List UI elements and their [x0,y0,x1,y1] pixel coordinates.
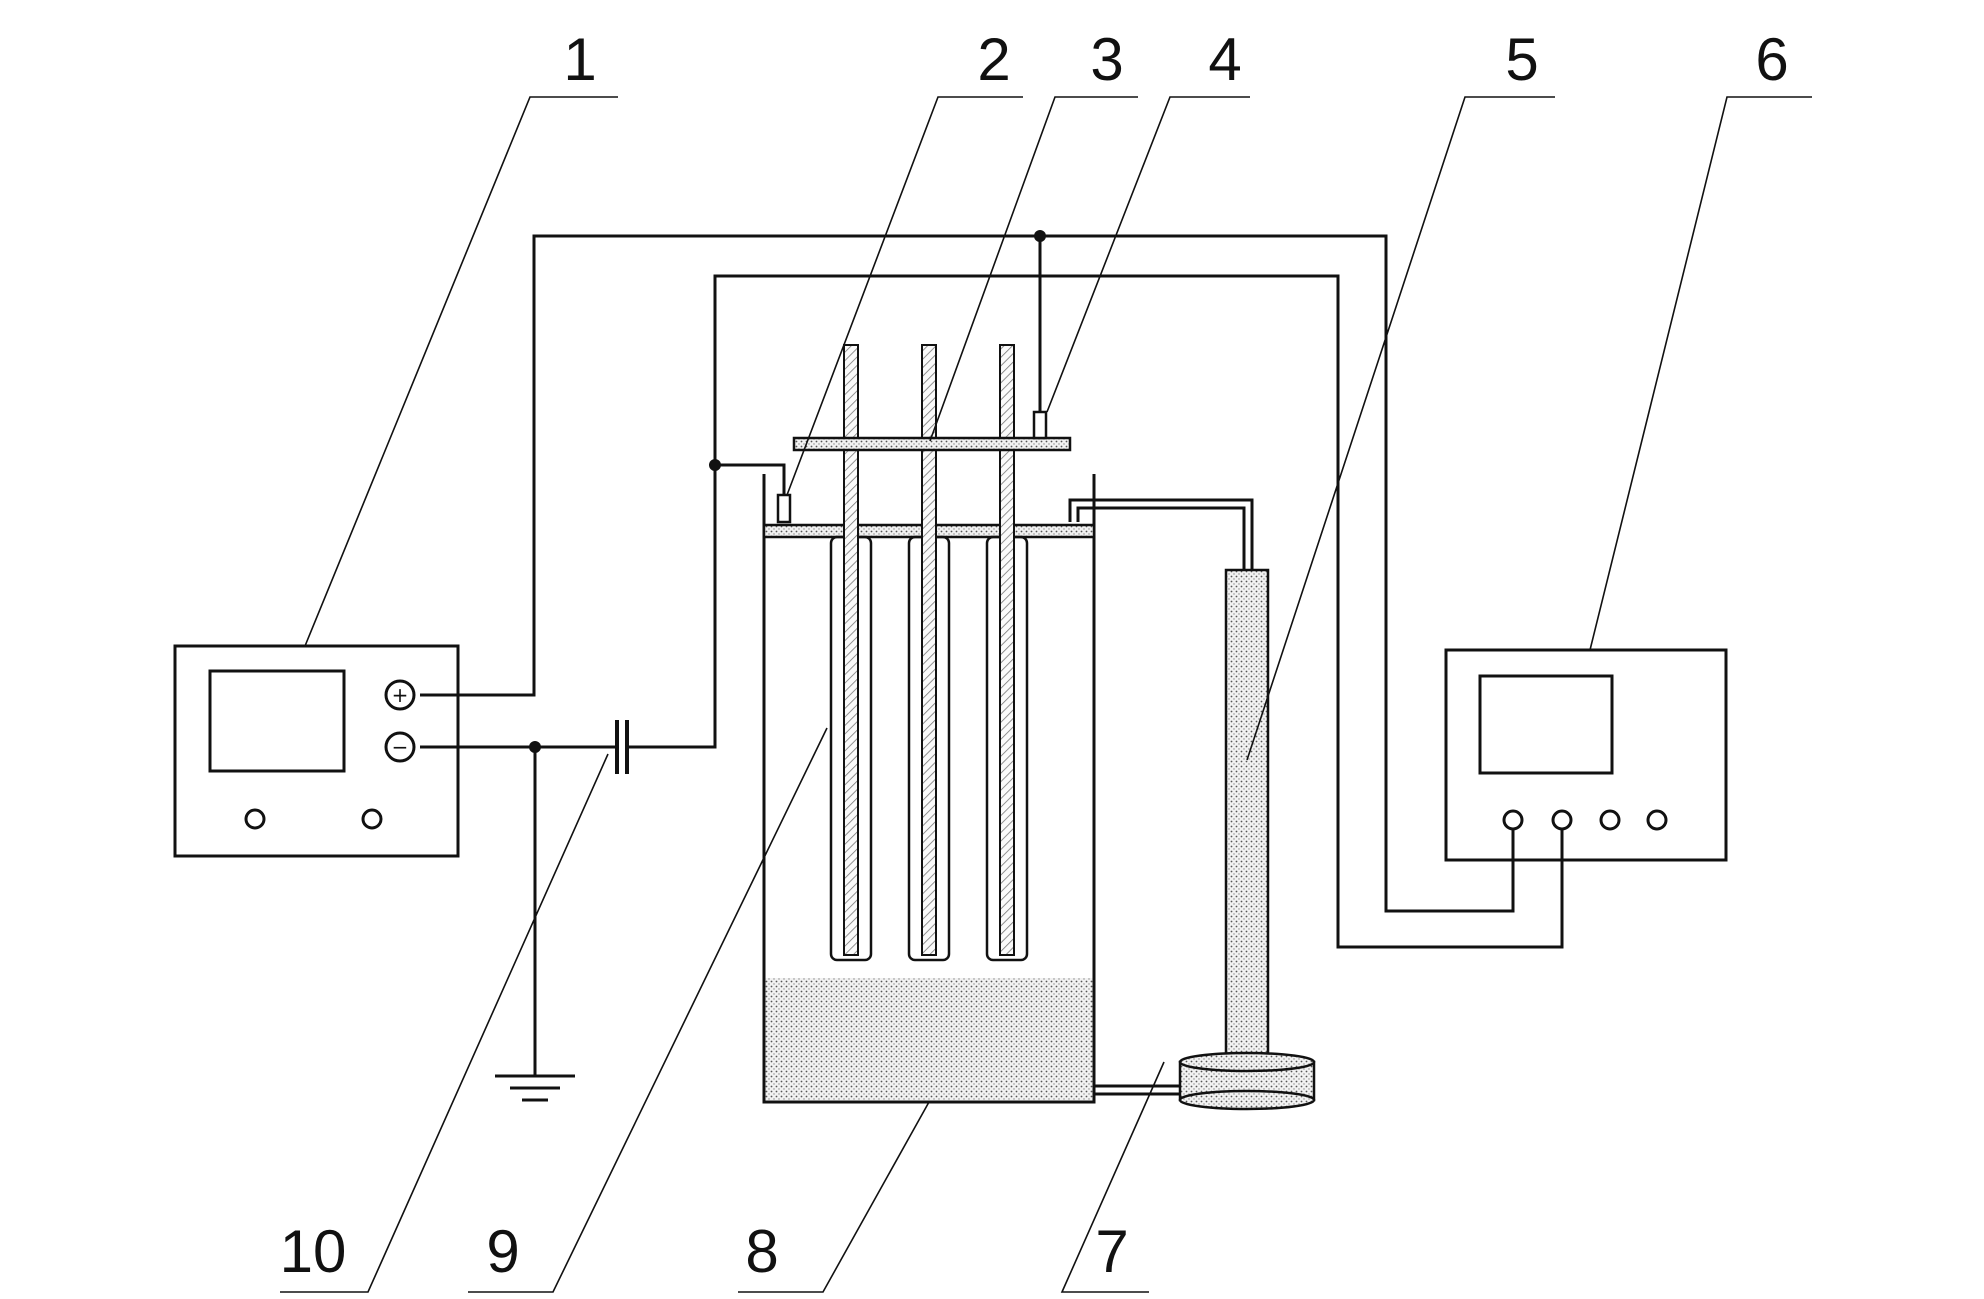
negative-sign: − [392,735,409,759]
base-top [1178,1051,1316,1073]
wire-power-negative [420,741,617,753]
upper-plate [792,436,1072,452]
label-10: 10 [280,1218,347,1285]
label-8: 8 [745,1218,778,1285]
oscilloscope-port-4 [1646,809,1668,831]
label-1: 1 [563,26,596,93]
connector-upper [1032,410,1048,440]
positive-sign: + [392,683,409,707]
gas-pipe [1068,498,1254,570]
label-6: 6 [1755,26,1788,93]
label-3: 3 [1090,26,1123,93]
label-4: 4 [1208,26,1241,93]
label-9: 9 [486,1218,519,1285]
label-5: 5 [1505,26,1538,93]
power-supply-screen [208,669,346,773]
label-2: 2 [977,26,1010,93]
wire-top-electrode [1034,230,1046,412]
oscilloscope-port-3 [1599,809,1621,831]
electrode-rod-3 [999,344,1015,956]
oscilloscope-screen [1478,674,1614,775]
power-supply: + − [173,644,460,858]
oscilloscope-port-2 [1551,809,1573,831]
connector-lower [776,493,792,524]
power-supply-knob-right [361,808,383,830]
leader-lines [280,96,1812,1293]
column-assembly [1178,568,1316,1111]
column [1224,568,1270,1064]
label-7: 7 [1095,1218,1128,1285]
ground-symbol [495,1074,575,1102]
wire-capacitor-to-cell [627,274,1564,949]
oscilloscope-port-1 [1502,809,1524,831]
negative-terminal [384,731,416,763]
liquid-level [764,978,1094,1100]
base-bottom [1178,1089,1316,1111]
power-supply-knob-left [244,808,266,830]
drain-pipe [1094,1084,1180,1096]
positive-terminal [384,679,416,711]
wire-power-positive [420,234,1515,913]
oscilloscope [1444,648,1728,862]
capacitor [615,720,629,774]
electrode-rod-2 [921,344,937,956]
electrode-rods [843,344,1015,956]
electrode-rod-1 [843,344,859,956]
